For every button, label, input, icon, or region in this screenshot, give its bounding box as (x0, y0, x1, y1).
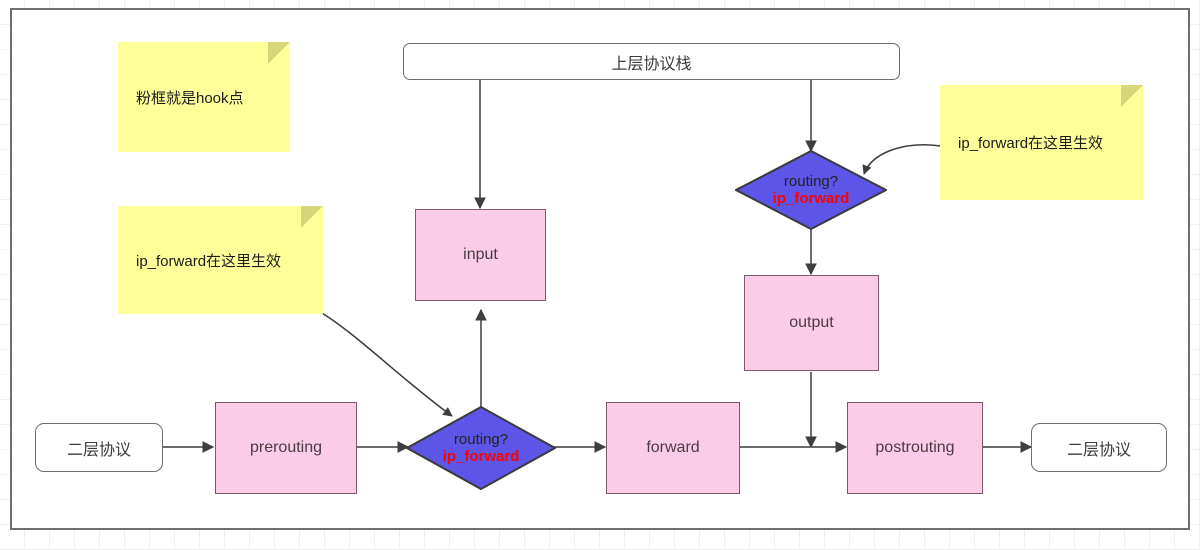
note-fold-corner-icon (301, 206, 323, 228)
node-label-prerouting: prerouting (249, 439, 323, 456)
diamond-shape-top (735, 150, 887, 230)
diamond-label-bottom-line1: routing? (453, 430, 509, 448)
note-hook-legend[interactable]: 粉框就是hook点 (118, 42, 290, 152)
note-fold-corner-icon (1121, 85, 1143, 107)
node-label-input: input (463, 246, 498, 263)
node-label-postrouting: postrouting (875, 439, 955, 456)
node-input[interactable]: input (415, 209, 546, 301)
diamond-shape-bottom (406, 406, 556, 490)
diamond-label-bottom-line2: ip_forward (442, 448, 520, 465)
node-l2-protocol-right[interactable]: 二层协议 (1031, 423, 1167, 472)
note-hook-legend-text: 粉框就是hook点 (136, 89, 244, 107)
node-output[interactable]: output (744, 275, 879, 371)
note-ip-forward-right[interactable]: ip_forward在这里生效 (940, 85, 1143, 200)
node-l2-protocol-left[interactable]: 二层协议 (35, 423, 163, 472)
node-label-forward: forward (646, 439, 700, 456)
diamond-label-bottom: routing? ip_forward (406, 406, 556, 490)
node-label-l2-protocol-right: 二层协议 (1066, 441, 1131, 459)
node-postrouting[interactable]: postrouting (847, 402, 983, 494)
node-prerouting[interactable]: prerouting (215, 402, 357, 494)
note-ip-forward-left[interactable]: ip_forward在这里生效 (118, 206, 323, 314)
diamond-label-top: routing? ip_forward (735, 150, 887, 230)
note-fold-corner-icon (268, 42, 290, 64)
node-upper-protocol-stack[interactable]: 上层协议栈 (403, 43, 900, 80)
note-ip-forward-left-text: ip_forward在这里生效 (136, 252, 282, 270)
node-label-l2-protocol-left: 二层协议 (66, 441, 131, 459)
node-label-upper-protocol-stack: 上层协议栈 (611, 55, 692, 73)
diamond-label-top-line1: routing? (783, 172, 839, 190)
node-label-output: output (789, 314, 834, 331)
note-ip-forward-right-text: ip_forward在这里生效 (958, 135, 1104, 152)
node-forward[interactable]: forward (606, 402, 740, 494)
node-routing-decision-bottom[interactable]: routing? ip_forward (406, 406, 556, 490)
node-routing-decision-top[interactable]: routing? ip_forward (735, 150, 887, 230)
diamond-label-top-line2: ip_forward (772, 190, 850, 207)
